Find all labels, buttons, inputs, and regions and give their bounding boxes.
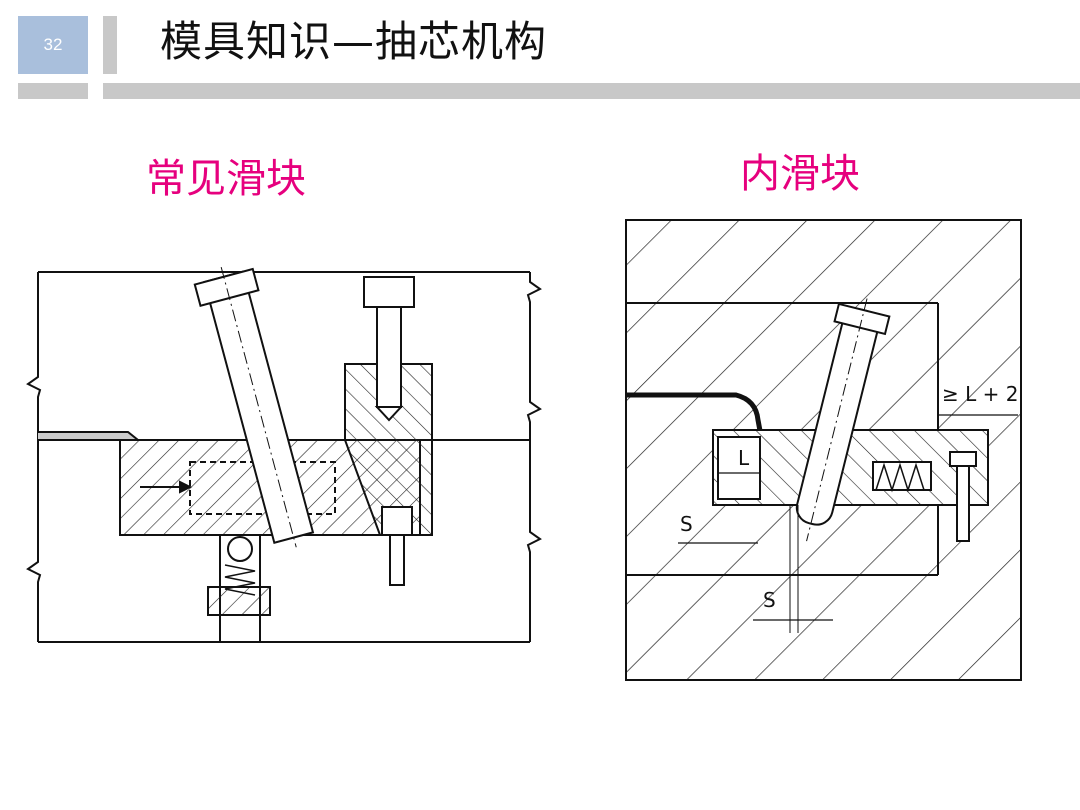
header-rule-right	[103, 83, 1080, 99]
dim-clearance-s-upper: S	[680, 512, 693, 536]
caption-internal-slider: 内滑块	[740, 151, 860, 197]
common-slider-drawing	[26, 266, 542, 643]
page-number: 32	[43, 35, 63, 54]
page-number-box	[18, 16, 88, 74]
dim-clearance-s-lower: S	[763, 588, 776, 612]
title-accent-bar	[103, 16, 117, 74]
page-title: 模具知识—抽芯机构	[160, 17, 548, 66]
internal-slider-drawing: ≥ L + 2 L S S	[625, 219, 1022, 681]
caption-common-slider: 常见滑块	[146, 156, 306, 202]
dim-travel-l: L	[738, 446, 750, 470]
header-rule-left	[18, 83, 88, 99]
dim-ge-l-plus-2: ≥ L + 2	[942, 382, 1018, 406]
